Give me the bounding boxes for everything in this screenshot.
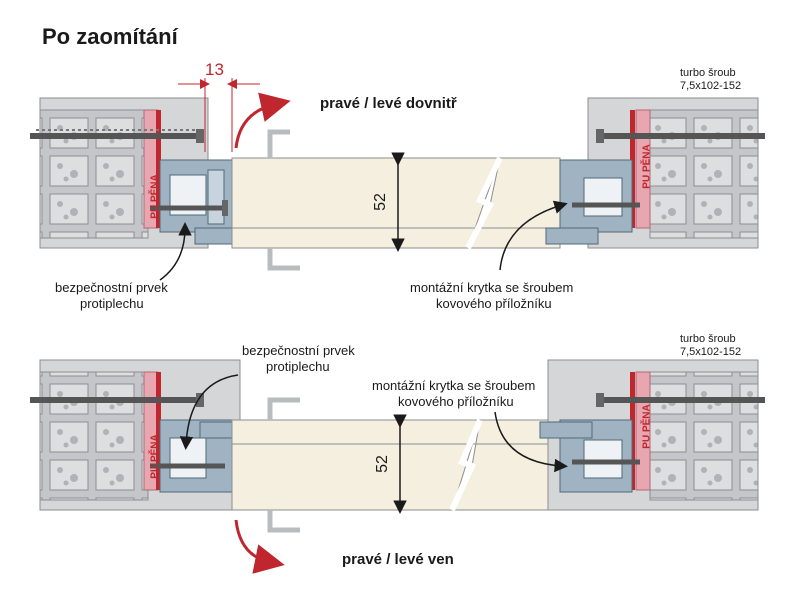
top-door-leaf	[231, 156, 561, 250]
dimension-gap-label: 13	[205, 60, 224, 79]
top-section	[30, 78, 765, 281]
top-thickness-label: 52	[371, 193, 389, 211]
bottom-screw-label-line2: 7,5x102-152	[680, 346, 742, 358]
bottom-right-foam-label: PU PĚNA	[641, 404, 653, 449]
bottom-right-frame-profile	[539, 419, 633, 493]
bottom-security-label-line1: bezpečnostní prvek	[242, 343, 355, 358]
top-cap-leader	[499, 200, 568, 271]
bottom-left-masonry	[39, 371, 149, 501]
bottom-cap-label-line1: montážní krytka se šroubem	[372, 378, 536, 393]
bottom-opening-label: pravé / levé ven	[342, 551, 454, 568]
bottom-right-masonry	[649, 371, 759, 501]
bottom-screw-label-line1: turbo šroub	[680, 333, 736, 345]
bottom-left-seal	[156, 372, 161, 490]
top-left-turbo-screw	[30, 129, 204, 143]
top-right-turbo-screw	[596, 129, 765, 143]
top-screw-label-line2: 7,5x102-152	[680, 80, 742, 92]
top-screw-label-line1: turbo šroub	[680, 67, 736, 79]
top-left-security-screw	[150, 200, 228, 216]
top-right-foam-label: PU PĚNA	[641, 144, 653, 189]
top-security-leader	[159, 222, 192, 281]
top-opening-arrow	[234, 92, 291, 149]
bottom-cap-leader	[494, 411, 568, 473]
bottom-right-turbo-screw	[596, 393, 765, 407]
top-security-label-line2: protiplechu	[80, 296, 144, 311]
bottom-opening-arrow	[234, 519, 285, 574]
bottom-section	[30, 359, 765, 574]
bottom-handle-bottom	[267, 510, 300, 533]
top-right-frame-profile	[545, 159, 633, 245]
page-title: Po zaomítání	[42, 24, 178, 49]
top-handle	[267, 129, 290, 158]
top-security-label-line1: bezpečnostní prvek	[55, 280, 168, 295]
top-handle-bottom	[267, 248, 300, 271]
top-right-foam	[635, 109, 651, 229]
bottom-door-leaf	[231, 418, 561, 512]
bottom-thickness-label: 52	[373, 455, 391, 473]
top-opening-label: pravé / levé dovnitř	[320, 95, 457, 112]
bottom-security-label-line2: protiplechu	[266, 359, 330, 374]
bottom-cap-label-line2: kovového příložníku	[398, 394, 514, 409]
top-right-masonry	[649, 109, 759, 239]
top-left-foam-label: PU PĚNA	[149, 174, 161, 219]
bottom-handle	[267, 397, 300, 420]
bottom-left-turbo-screw	[30, 393, 204, 407]
top-cap-label-line2: kovového příložníku	[436, 296, 552, 311]
bottom-security-leader	[179, 374, 239, 450]
bottom-left-foam-label: PU PĚNA	[149, 434, 161, 479]
top-cap-label-line1: montážní krytka se šroubem	[410, 280, 574, 295]
top-left-seal	[156, 110, 161, 228]
